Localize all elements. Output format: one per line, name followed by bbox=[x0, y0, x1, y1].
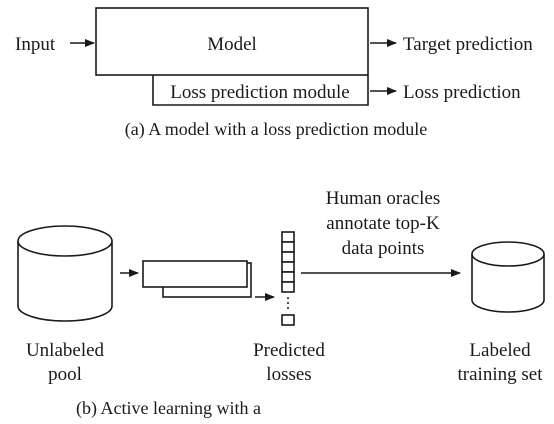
unlabeled-pool-cylinder bbox=[17, 225, 113, 322]
predicted-line-1: Predicted bbox=[253, 340, 325, 361]
oracle-line-2: annotate top-K bbox=[326, 213, 440, 234]
labeled-set-cylinder bbox=[471, 241, 545, 313]
unlabeled-line-2: pool bbox=[48, 364, 82, 385]
caption-a: (a) A model with a loss prediction modul… bbox=[125, 119, 427, 140]
loss-module-box bbox=[152, 75, 369, 106]
input-label: Input bbox=[15, 34, 56, 55]
caption-b: (b) Active learning with a bbox=[76, 398, 261, 419]
labeled-line-2: training set bbox=[458, 364, 544, 385]
predicted-losses-column bbox=[281, 231, 295, 326]
loss-module-label: Loss prediction module bbox=[170, 82, 349, 103]
model-box bbox=[95, 7, 369, 76]
oracle-line-3: data points bbox=[342, 238, 425, 259]
model-stack-icon bbox=[142, 260, 252, 298]
labeled-line-1: Labeled bbox=[469, 340, 531, 361]
model-label: Model bbox=[207, 34, 257, 55]
oracle-line-1: Human oracles bbox=[326, 188, 440, 209]
unlabeled-line-1: Unlabeled bbox=[26, 340, 105, 361]
target-prediction-label: Target prediction bbox=[403, 34, 533, 55]
predicted-line-2: losses bbox=[266, 364, 311, 385]
loss-prediction-label: Loss prediction bbox=[403, 82, 521, 103]
